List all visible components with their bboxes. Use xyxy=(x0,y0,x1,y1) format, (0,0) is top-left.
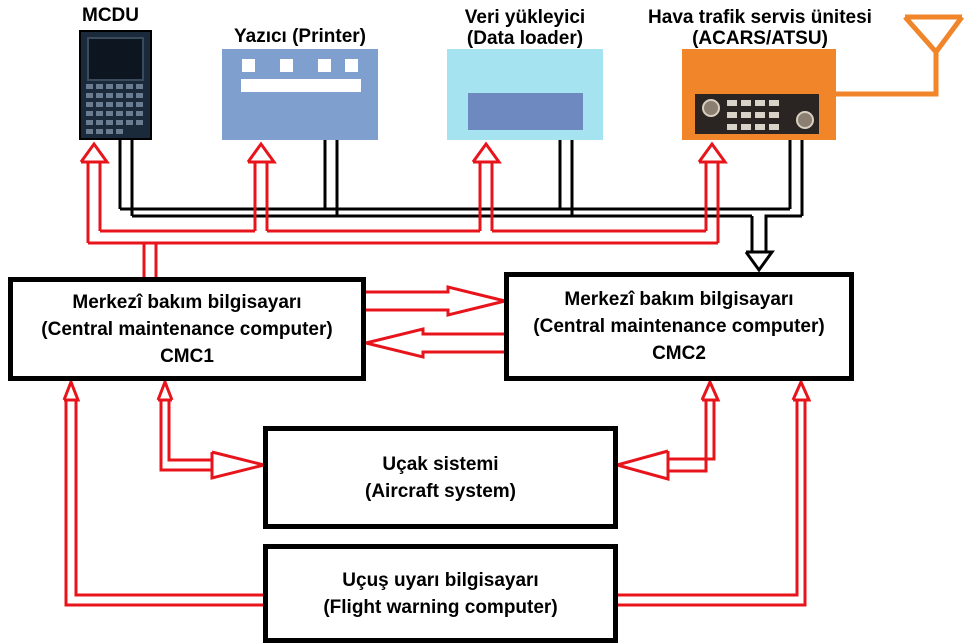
cmc2-line2: (Central maintenance computer) xyxy=(533,316,825,337)
data-loader-label-line2: (Data loader) xyxy=(466,28,584,49)
cmc1-box: Merkezî bakım bilgisayarı (Central maint… xyxy=(8,277,366,381)
aircraft-system-box: Uçak sistemi (Aircraft system) xyxy=(263,426,618,529)
mcdu-device xyxy=(79,30,152,140)
cmc-link-arrows xyxy=(365,285,506,359)
printer-label: Yazıcı (Printer) xyxy=(234,26,366,47)
cmc1-line3: CMC1 xyxy=(160,345,214,367)
cmc2-line3: CMC2 xyxy=(652,343,706,364)
red-bus xyxy=(79,141,728,278)
atsu-label-line2: (ACARS/ATSU) xyxy=(692,28,828,49)
antenna-icon xyxy=(836,14,965,97)
mcdu-label: MCDU xyxy=(82,5,139,26)
aircraft-system-line2: (Aircraft system) xyxy=(365,480,516,502)
atsu-label-line1: Hava trafik servis ünitesi xyxy=(648,7,872,28)
aircraft-system-links xyxy=(156,377,721,481)
atsu-label: Hava trafik servis ünitesi (ACARS/ATSU) xyxy=(630,7,890,49)
atsu-device xyxy=(682,49,836,140)
cmc1-line2: (Central maintenance computer) xyxy=(41,318,333,340)
flight-warning-line2: (Flight warning computer) xyxy=(323,596,558,618)
data-loader-label: Veri yükleyici (Data loader) xyxy=(430,7,620,49)
flight-warning-box: Uçuş uyarı bilgisayarı (Flight warning c… xyxy=(263,544,618,643)
cmc2-box: Merkezî bakım bilgisayarı (Central maint… xyxy=(504,272,854,381)
black-bus xyxy=(118,140,804,273)
cmc2-line1: Merkezî bakım bilgisayarı xyxy=(564,289,794,310)
cmc1-line1: Merkezî bakım bilgisayarı xyxy=(72,291,302,313)
data-loader-label-line1: Veri yükleyici xyxy=(464,7,586,28)
data-loader-device xyxy=(447,49,603,140)
flight-warning-line1: Uçuş uyarı bilgisayarı xyxy=(342,569,539,591)
printer-device xyxy=(222,49,378,140)
aircraft-system-line1: Uçak sistemi xyxy=(382,453,499,475)
flight-warning-links xyxy=(62,377,812,607)
